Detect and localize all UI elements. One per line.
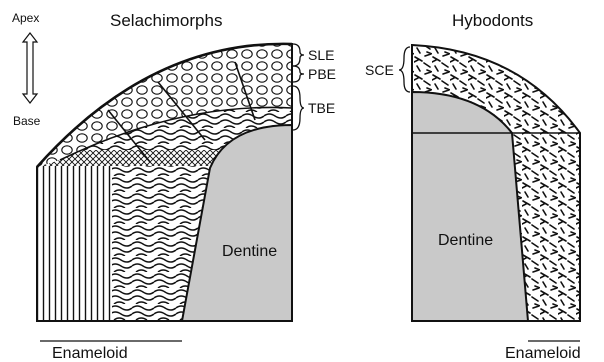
selachimorph-tooth <box>30 40 300 341</box>
tbe-label: TBE <box>308 101 335 115</box>
dentine-label-left: Dentine <box>222 244 277 260</box>
apex-base-arrow <box>23 33 37 103</box>
selachimorphs-title: Selachimorphs <box>110 12 222 29</box>
sle-label: SLE <box>308 48 334 62</box>
layer-brackets <box>293 44 304 130</box>
sce-bracket <box>399 47 410 92</box>
hybodont-tooth <box>399 40 585 341</box>
parallel-bundled-region <box>30 165 112 325</box>
apex-label: Apex <box>12 12 39 24</box>
pbe-label: PBE <box>308 67 336 81</box>
dentine-label-right: Dentine <box>438 233 493 249</box>
sce-label: SCE <box>365 63 394 77</box>
hybodonts-title: Hybodonts <box>452 12 533 29</box>
base-label: Base <box>13 115 40 127</box>
